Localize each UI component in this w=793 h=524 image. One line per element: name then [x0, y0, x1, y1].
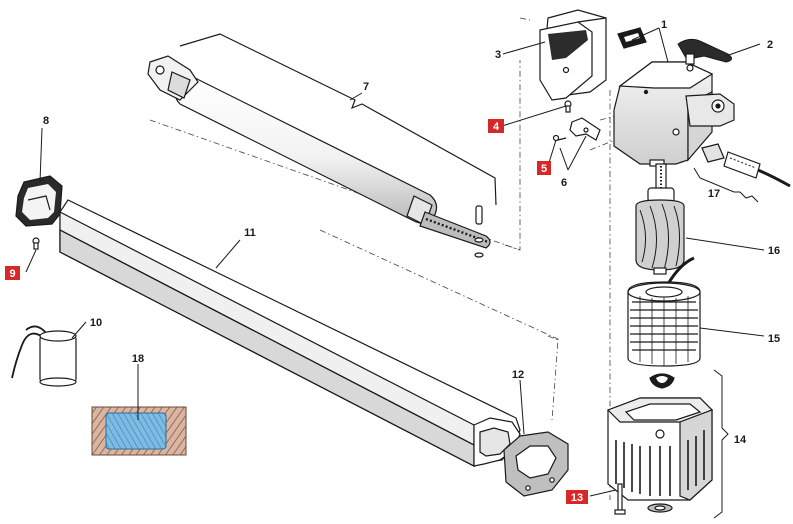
part-18-label-sticker — [91, 406, 187, 456]
part-3-cover-shell — [539, 9, 607, 101]
label-part-16: 16 — [768, 245, 780, 257]
part-7-actuator-rod — [147, 33, 497, 258]
part-13-long-screw — [614, 483, 626, 515]
label-part-2: 2 — [767, 39, 773, 51]
label-part-15: 15 — [768, 333, 780, 345]
part-17-cable-connector — [701, 143, 791, 188]
label-part-12: 12 — [512, 369, 524, 381]
label-part-10: 10 — [90, 317, 102, 329]
leader-lines — [25, 27, 765, 497]
highlighted-callouts: 4 5 9 13 — [5, 119, 588, 504]
label-part-17: 17 — [708, 188, 720, 200]
label-part-4: 4 — [493, 121, 500, 133]
badge-part-9: 9 — [5, 266, 20, 280]
label-part-6: 6 — [561, 177, 567, 189]
part-6-clip — [569, 117, 601, 141]
bracket-part-14 — [713, 369, 729, 519]
label-part-1: 1 — [661, 19, 667, 31]
label-part-14: 14 — [734, 434, 747, 446]
part-14-motor-base-housing — [606, 397, 714, 513]
bracket-part-17 — [693, 167, 759, 203]
part-16-rotor — [635, 163, 685, 275]
label-part-11: 11 — [244, 227, 256, 239]
label-part-5: 5 — [541, 163, 547, 175]
badge-part-5: 5 — [537, 161, 551, 175]
label-part-13: 13 — [571, 492, 583, 504]
callout-labels: 1 2 3 6 7 8 10 11 12 14 15 16 17 18 — [43, 19, 780, 446]
part-8-side-cover — [15, 175, 63, 227]
label-part-9: 9 — [9, 268, 15, 280]
badge-part-13: 13 — [566, 490, 588, 504]
badge-part-4: 4 — [488, 119, 504, 133]
part-5-screw — [552, 134, 567, 142]
part-12-end-cap — [503, 431, 569, 497]
part-1-motor-head — [613, 27, 735, 167]
part-11-cover-tube — [59, 199, 521, 467]
part-4-screw — [564, 100, 572, 113]
label-part-3: 3 — [495, 49, 501, 61]
part-9-screw — [32, 237, 40, 250]
part-15-stator — [627, 256, 701, 367]
pin — [475, 205, 483, 225]
washer — [649, 373, 675, 389]
label-part-8: 8 — [43, 115, 49, 127]
label-part-18: 18 — [132, 353, 144, 365]
label-part-7: 7 — [363, 81, 369, 93]
part-10-capacitor — [11, 325, 77, 387]
